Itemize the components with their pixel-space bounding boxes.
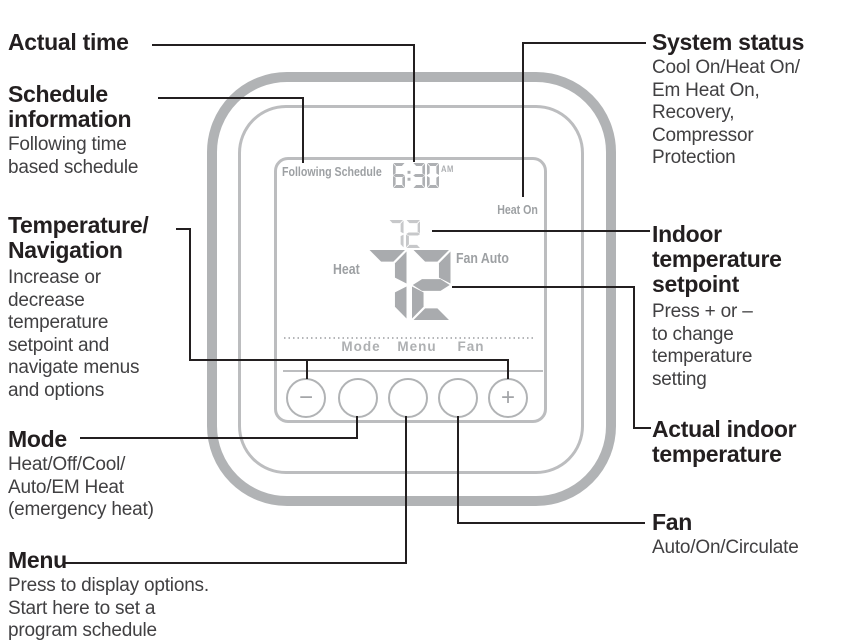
leader-line-mode-h	[80, 437, 358, 439]
thermostat-screen: Following Schedule AM Heat On Heat Fan A…	[274, 157, 547, 423]
leader-line-menu-v	[405, 416, 407, 564]
leader-line-fan-h	[457, 522, 645, 524]
thermostat-inner-frame	[238, 105, 584, 474]
softkey-label-menu: Menu	[397, 339, 437, 354]
temperature-digits	[368, 250, 451, 320]
minus-icon: −	[298, 384, 313, 411]
callout-menu: Menu Press to display options.Start here…	[8, 548, 209, 643]
leader-line-tempnav-h1	[176, 228, 191, 230]
callout-fan: Fan Auto/On/Circulate	[652, 510, 799, 560]
leader-line-tempnav-v3	[507, 359, 509, 379]
callout-description: Heat/Off/Cool/Auto/EM Heat(emergency hea…	[8, 454, 154, 520]
callout-actual-time: Actual time	[8, 30, 129, 55]
plus-icon: +	[500, 384, 515, 411]
leader-line-system-status-v	[522, 42, 524, 197]
leader-line-actual-temp-h2	[633, 427, 651, 429]
callout-title: System status	[652, 29, 805, 55]
time-digits	[393, 163, 439, 188]
leader-line-actual-time-v	[413, 44, 415, 162]
callout-title: Menu	[8, 547, 67, 573]
mode-button[interactable]	[338, 378, 378, 418]
softkey-label-mode: Mode	[341, 339, 381, 354]
plus-button[interactable]: +	[488, 378, 528, 418]
system-status-text: Heat On	[497, 203, 538, 217]
leader-line-tempnav-v2	[306, 359, 308, 379]
leader-line-actual-temp-v	[633, 286, 635, 429]
leader-line-schedule-v	[302, 97, 304, 163]
dotted-divider	[284, 337, 536, 339]
mode-status-text: Heat	[333, 262, 360, 278]
callout-mode: Mode Heat/Off/Cool/Auto/EM Heat(emergenc…	[8, 427, 154, 522]
leader-line-tempnav-v1	[189, 228, 191, 361]
leader-line-setpoint-h	[432, 230, 650, 232]
leader-line-schedule-h	[158, 97, 304, 99]
meridiem-label: AM	[441, 164, 454, 174]
schedule-status-text: Following Schedule	[282, 165, 382, 179]
leader-line-system-status-h	[522, 42, 646, 44]
softkey-label-fan: Fan	[457, 339, 485, 354]
callout-title: Temperature/Navigation	[8, 212, 149, 263]
fan-status-text: Fan Auto	[456, 251, 509, 267]
callout-description: Press to display options.Start here to s…	[8, 575, 209, 641]
leader-line-actual-temp-h1	[452, 286, 635, 288]
callout-title: Actual time	[8, 29, 129, 55]
clock-display: AM	[393, 163, 456, 188]
thermostat-body-outline	[207, 72, 616, 506]
minus-button[interactable]: −	[286, 378, 326, 418]
callout-description: Auto/On/Circulate	[652, 537, 799, 558]
callout-title: Mode	[8, 426, 67, 452]
setpoint-digits	[389, 220, 421, 248]
menu-button[interactable]	[388, 378, 428, 418]
leader-line-actual-time-h	[152, 44, 415, 46]
callout-system-status: System status Cool On/Heat On/Em Heat On…	[652, 30, 804, 170]
fan-button[interactable]	[438, 378, 478, 418]
leader-line-fan-v	[457, 416, 459, 524]
leader-line-menu-h	[64, 562, 407, 564]
button-row-separator	[283, 370, 543, 372]
leader-line-tempnav-h2	[189, 359, 509, 361]
leader-line-mode-v	[356, 416, 358, 439]
callout-title: Fan	[652, 509, 692, 535]
callout-description: Cool On/Heat On/Em Heat On,Recovery,Comp…	[652, 57, 800, 168]
